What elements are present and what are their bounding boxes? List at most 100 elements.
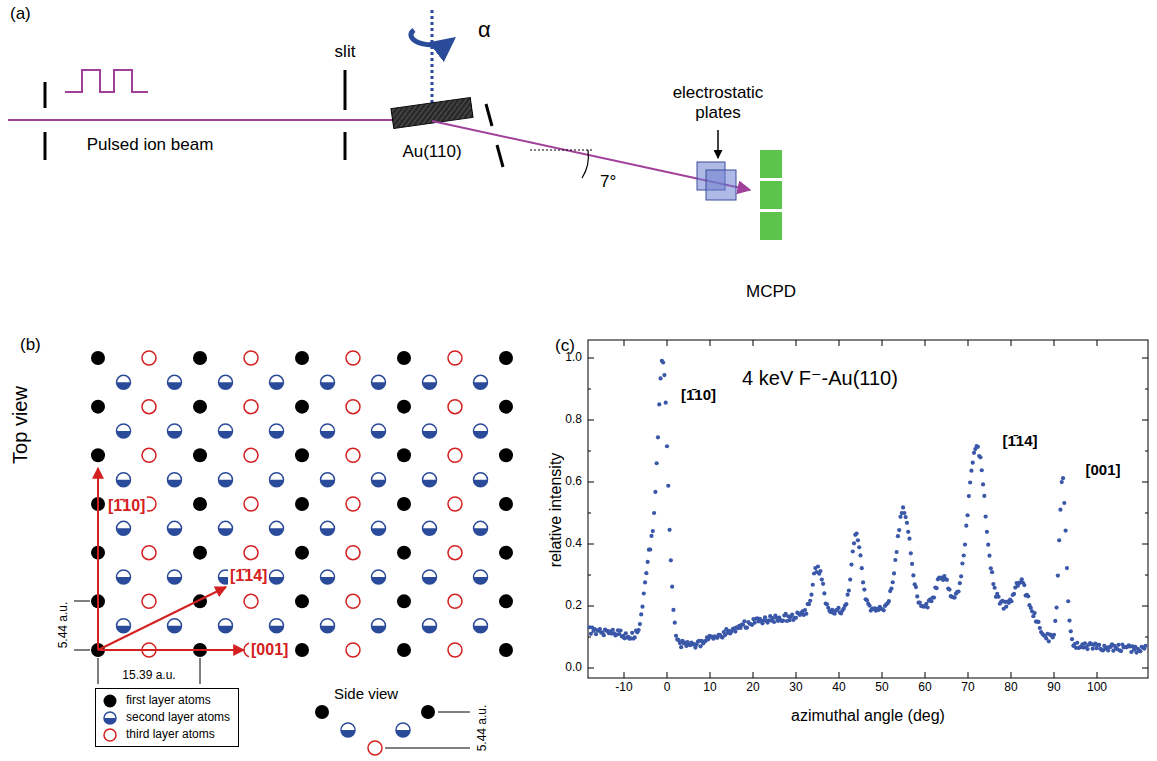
legend-symbol: [104, 712, 116, 724]
figure-stroke: [781, 619, 785, 623]
figure-stroke: [448, 351, 462, 365]
figure-stroke: [598, 627, 602, 631]
figure-stroke: [244, 546, 258, 560]
figure-stroke: [270, 480, 284, 487]
figure-stroke: [772, 620, 776, 624]
tick-label: 0: [664, 681, 671, 695]
figure-stroke: [1085, 647, 1089, 651]
figure-stroke: [990, 570, 994, 574]
figure-stroke: [270, 577, 284, 584]
figure-stroke: [474, 382, 488, 389]
detector-segment: [760, 181, 782, 209]
figure-stroke: [1060, 480, 1064, 484]
figure-stroke: [674, 634, 678, 638]
figure-stroke: [321, 424, 335, 438]
axis-ticks: [588, 340, 1148, 678]
figure-stroke: [662, 373, 666, 377]
figure-stroke: [423, 619, 437, 633]
figure-stroke: [1011, 340, 1012, 346]
figure-stroke: [588, 358, 594, 359]
figure-stroke: [346, 400, 360, 414]
figure-stroke: [822, 591, 826, 595]
figure-stroke: [820, 578, 824, 582]
figure-stroke: [270, 521, 284, 535]
figure-stroke: [887, 599, 891, 603]
tick-label: 40: [832, 681, 845, 695]
figure-stroke: [474, 480, 488, 487]
figure-stroke: [423, 473, 437, 487]
figure-stroke: [846, 593, 850, 597]
axis-title: relative intensity: [547, 453, 565, 568]
figure-stroke: [1143, 644, 1147, 648]
figure-stroke: [624, 672, 625, 678]
figure-stroke: [142, 448, 156, 462]
figure-stroke: [499, 400, 513, 414]
reference-line: [530, 150, 592, 151]
figure-stroke: [588, 389, 591, 390]
figure-stroke: [671, 608, 675, 612]
figure-stroke: [1033, 611, 1037, 615]
figure-stroke: [858, 553, 862, 557]
figure-stroke: [372, 480, 386, 487]
figure-stroke: [91, 351, 105, 365]
figure-stroke: [346, 643, 360, 657]
atom-grid: [91, 351, 513, 657]
tick-label: 10: [703, 681, 716, 695]
figure-stroke: [1145, 575, 1148, 576]
part-label: slit: [335, 42, 356, 62]
legend-swatch: [102, 727, 118, 743]
scattered-beam: [432, 121, 750, 190]
figure-stroke: [474, 521, 488, 535]
detector-segment: [760, 212, 782, 240]
figure-stroke: [902, 511, 906, 515]
figure-stroke: [673, 621, 677, 625]
figure-stroke: [219, 619, 233, 633]
figure-stroke: [1052, 633, 1056, 637]
figure-stroke: [753, 621, 757, 625]
figure-stroke: [346, 497, 360, 511]
dimension-tick: [74, 601, 90, 602]
figure-stroke: [1053, 619, 1057, 623]
figure-stroke: [965, 513, 969, 517]
figure-stroke: [1047, 639, 1051, 643]
figure-stroke: [1009, 599, 1013, 603]
figure-stroke: [1036, 620, 1040, 624]
figure-stroke: [474, 577, 488, 584]
figure-stroke: [929, 599, 933, 603]
figure-stroke: [909, 551, 913, 555]
figure-stroke: [986, 543, 990, 547]
figure-stroke: [372, 577, 386, 584]
figure-stroke: [911, 573, 915, 577]
figure-stroke: [397, 594, 411, 608]
legend-symbol: [104, 729, 116, 741]
dimension-label: 15.39 a.u.: [120, 669, 177, 683]
figure-stroke: [640, 605, 644, 609]
figure-stroke: [657, 402, 661, 406]
figure-stroke: [219, 424, 233, 438]
figure-stroke: [270, 473, 284, 487]
direction-arrow: [97, 468, 99, 650]
figure-stroke: [396, 723, 410, 737]
figure-stroke: [168, 626, 182, 633]
peak-label: [1̄10]: [681, 386, 716, 403]
figure-stroke: [633, 635, 637, 639]
figure-stroke: [474, 528, 488, 535]
figure-stroke: [588, 544, 594, 545]
peak-label: [1̄14]: [1002, 432, 1037, 449]
axis-title: azimuthal angle (deg): [791, 707, 945, 725]
figure-stroke: [976, 445, 980, 449]
figure-stroke: [474, 473, 488, 487]
figure-stroke: [808, 599, 812, 603]
figure-stroke: [193, 497, 207, 511]
figure-stroke: [1145, 451, 1148, 452]
figure-stroke: [321, 473, 335, 487]
figure-stroke: [168, 619, 182, 633]
figure-stroke: [652, 511, 656, 515]
figure-stroke: [295, 400, 309, 414]
figure-stroke: [742, 619, 746, 623]
figure-stroke: [637, 628, 641, 632]
figure-stroke: [996, 595, 1000, 599]
figure-stroke: [857, 545, 861, 549]
figure-stroke: [168, 431, 182, 438]
figure-stroke: [624, 340, 625, 346]
